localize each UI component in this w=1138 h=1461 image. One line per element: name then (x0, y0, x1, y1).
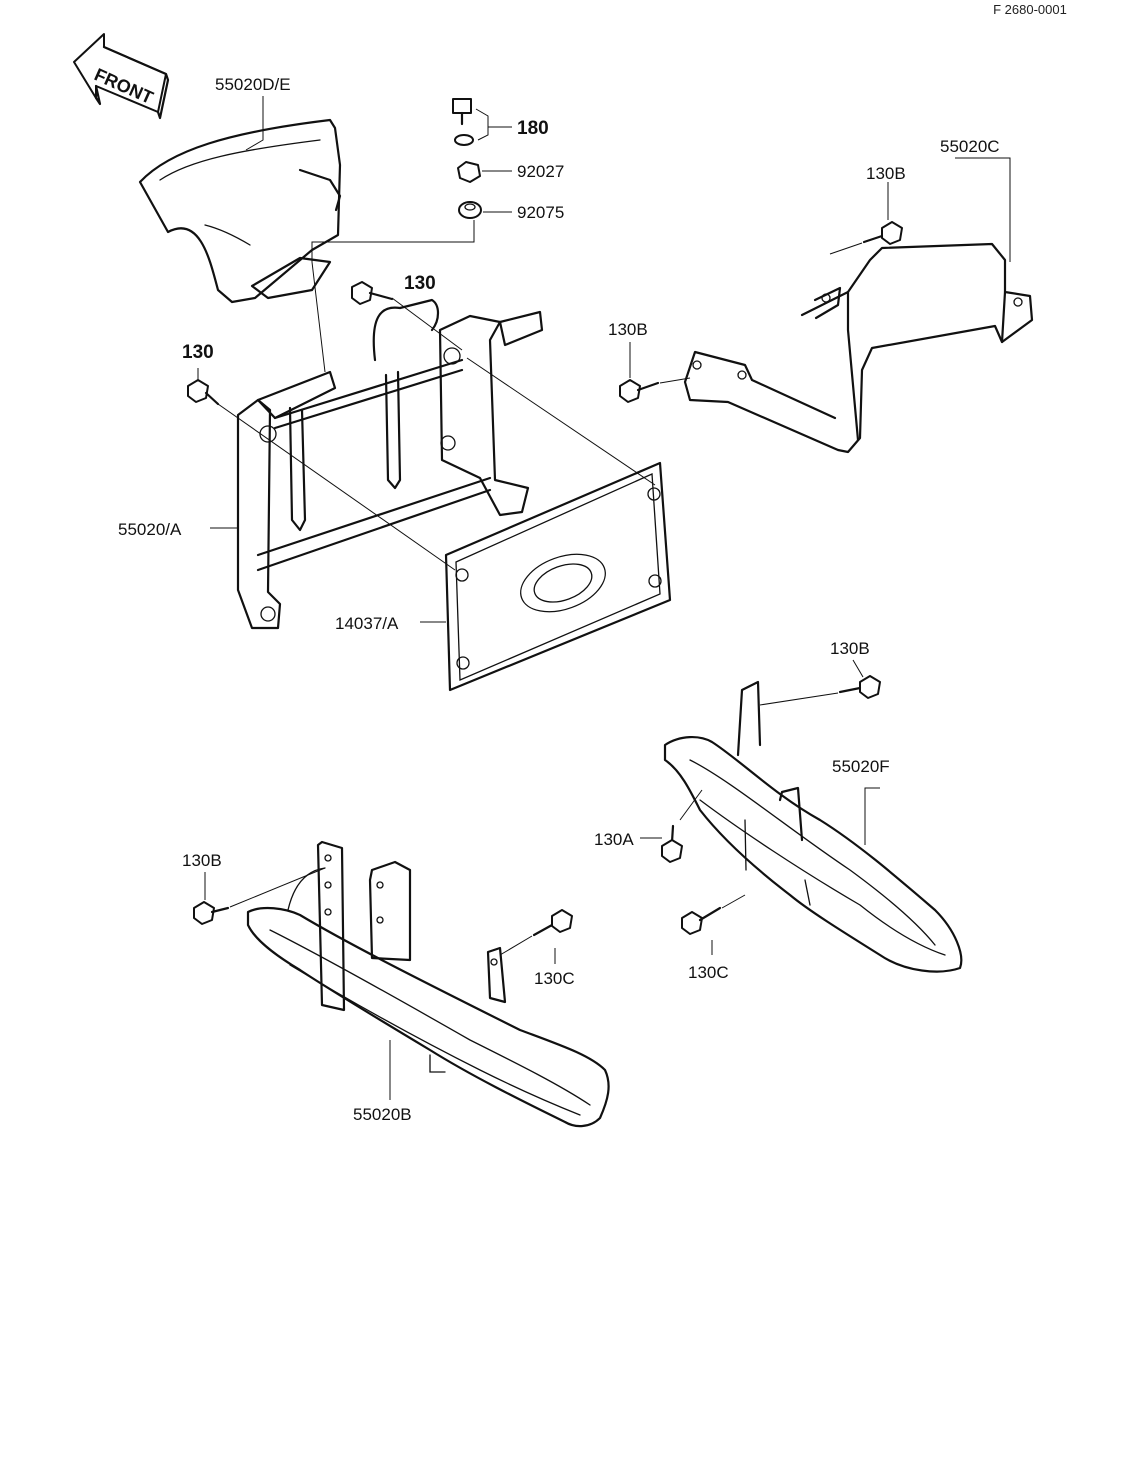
label-130b-left: 130B (182, 851, 222, 870)
label-180: 180 (517, 118, 549, 139)
label-92027: 92027 (517, 162, 564, 181)
bolt-130b-left-icon (193, 901, 230, 925)
label-55020a: 55020/A (118, 520, 182, 539)
label-92075: 92075 (517, 203, 564, 222)
bolt-130-left-icon (187, 379, 220, 406)
label-130b-top: 130B (866, 164, 906, 183)
bolt-130b-top-icon (862, 221, 903, 245)
drawing-code: F 2680-0001 (993, 2, 1067, 17)
bolt-130c-left-icon (532, 909, 573, 937)
label-55020b: 55020B (353, 1105, 412, 1124)
grommet-92075-icon (458, 201, 482, 219)
label-130c-left: 130C (534, 969, 575, 988)
label-55020de: 55020D/E (215, 75, 291, 94)
label-130a: 130A (594, 830, 634, 849)
bolt-130c-right-icon (681, 906, 722, 935)
bolt-130b-right-icon (838, 675, 881, 699)
front-arrow-icon: FRONT (73, 33, 170, 120)
guard-55020de (138, 118, 342, 304)
bolt-130b-mid-icon (619, 379, 660, 403)
bolt-130a-icon (661, 824, 683, 863)
nut-92027-icon (457, 161, 481, 183)
label-130-top: 130 (404, 273, 436, 294)
label-130-left: 130 (182, 342, 214, 363)
frame-55020a (236, 298, 544, 630)
guard-55020f (663, 680, 963, 973)
guard-55020c (683, 242, 1034, 454)
label-130b-right: 130B (830, 639, 870, 658)
panel-14037a (444, 461, 672, 692)
label-130b-mid: 130B (608, 320, 648, 339)
label-55020f: 55020F (832, 757, 890, 776)
label-55020c: 55020C (940, 137, 1000, 156)
bolt-130-top-icon (351, 281, 394, 305)
label-14037a: 14037/A (335, 614, 399, 633)
bolt-180-icon (452, 98, 474, 146)
guard-55020b (246, 840, 610, 1128)
label-130c-right: 130C (688, 963, 729, 982)
